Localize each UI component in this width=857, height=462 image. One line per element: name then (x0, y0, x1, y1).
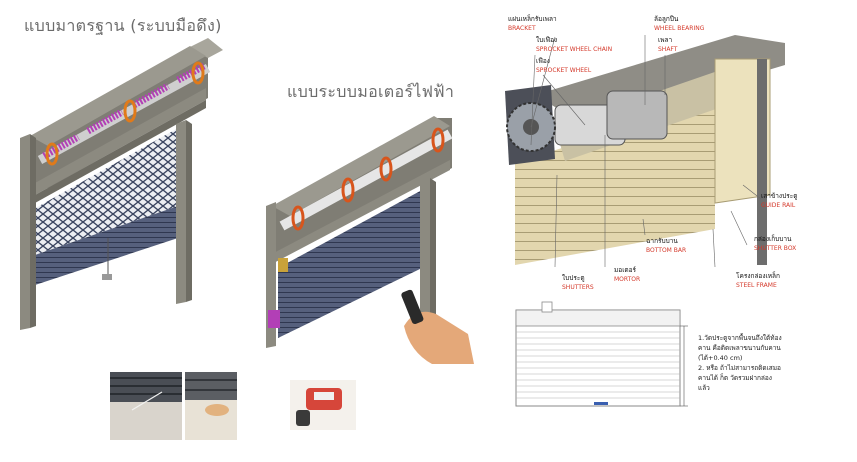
manual-shutter-illustration (20, 38, 223, 330)
motor-shutter-illustration (266, 116, 453, 348)
note-line-2: คาน คือติดเพลาขนานกับคาน (698, 344, 781, 352)
installation-notes: 1.วัดประตูจากพื้นจนถึงใต้ท้อง คาน คือติด… (698, 333, 798, 393)
note-line-6: แล้ว (698, 384, 710, 392)
note-line-4: 2. หรือ ถ้าไม่สามารถติดเสมอ (698, 364, 781, 372)
remote-hand-illustration (401, 289, 474, 364)
note-line-1: 1.วัดประตูจากพื้นจนถึงใต้ท้อง (698, 334, 782, 342)
installation-drawing (515, 301, 688, 407)
manual-photo-2 (185, 372, 237, 440)
label-shutters: ใบประตูSHUTTERS (562, 274, 594, 291)
component-diagram (505, 35, 785, 268)
label-guide-rail: เสาข้างประตูGUIDE RAIL (761, 192, 798, 209)
manual-photo-1 (110, 372, 182, 440)
label-motor: มอเตอร์MORTOR (614, 266, 641, 283)
manual-system-title: แบบมาตรฐาน (ระบบมือดึง) (24, 16, 222, 35)
remote-photo (290, 380, 356, 430)
note-line-5: คานได้ ก็ต วัดรวมฝากล่อง (698, 374, 772, 382)
motor-system-title: แบบระบบมอเตอร์ไฟฟ้า (287, 82, 455, 101)
note-line-3: (ได้+0.40 cm) (698, 354, 743, 362)
